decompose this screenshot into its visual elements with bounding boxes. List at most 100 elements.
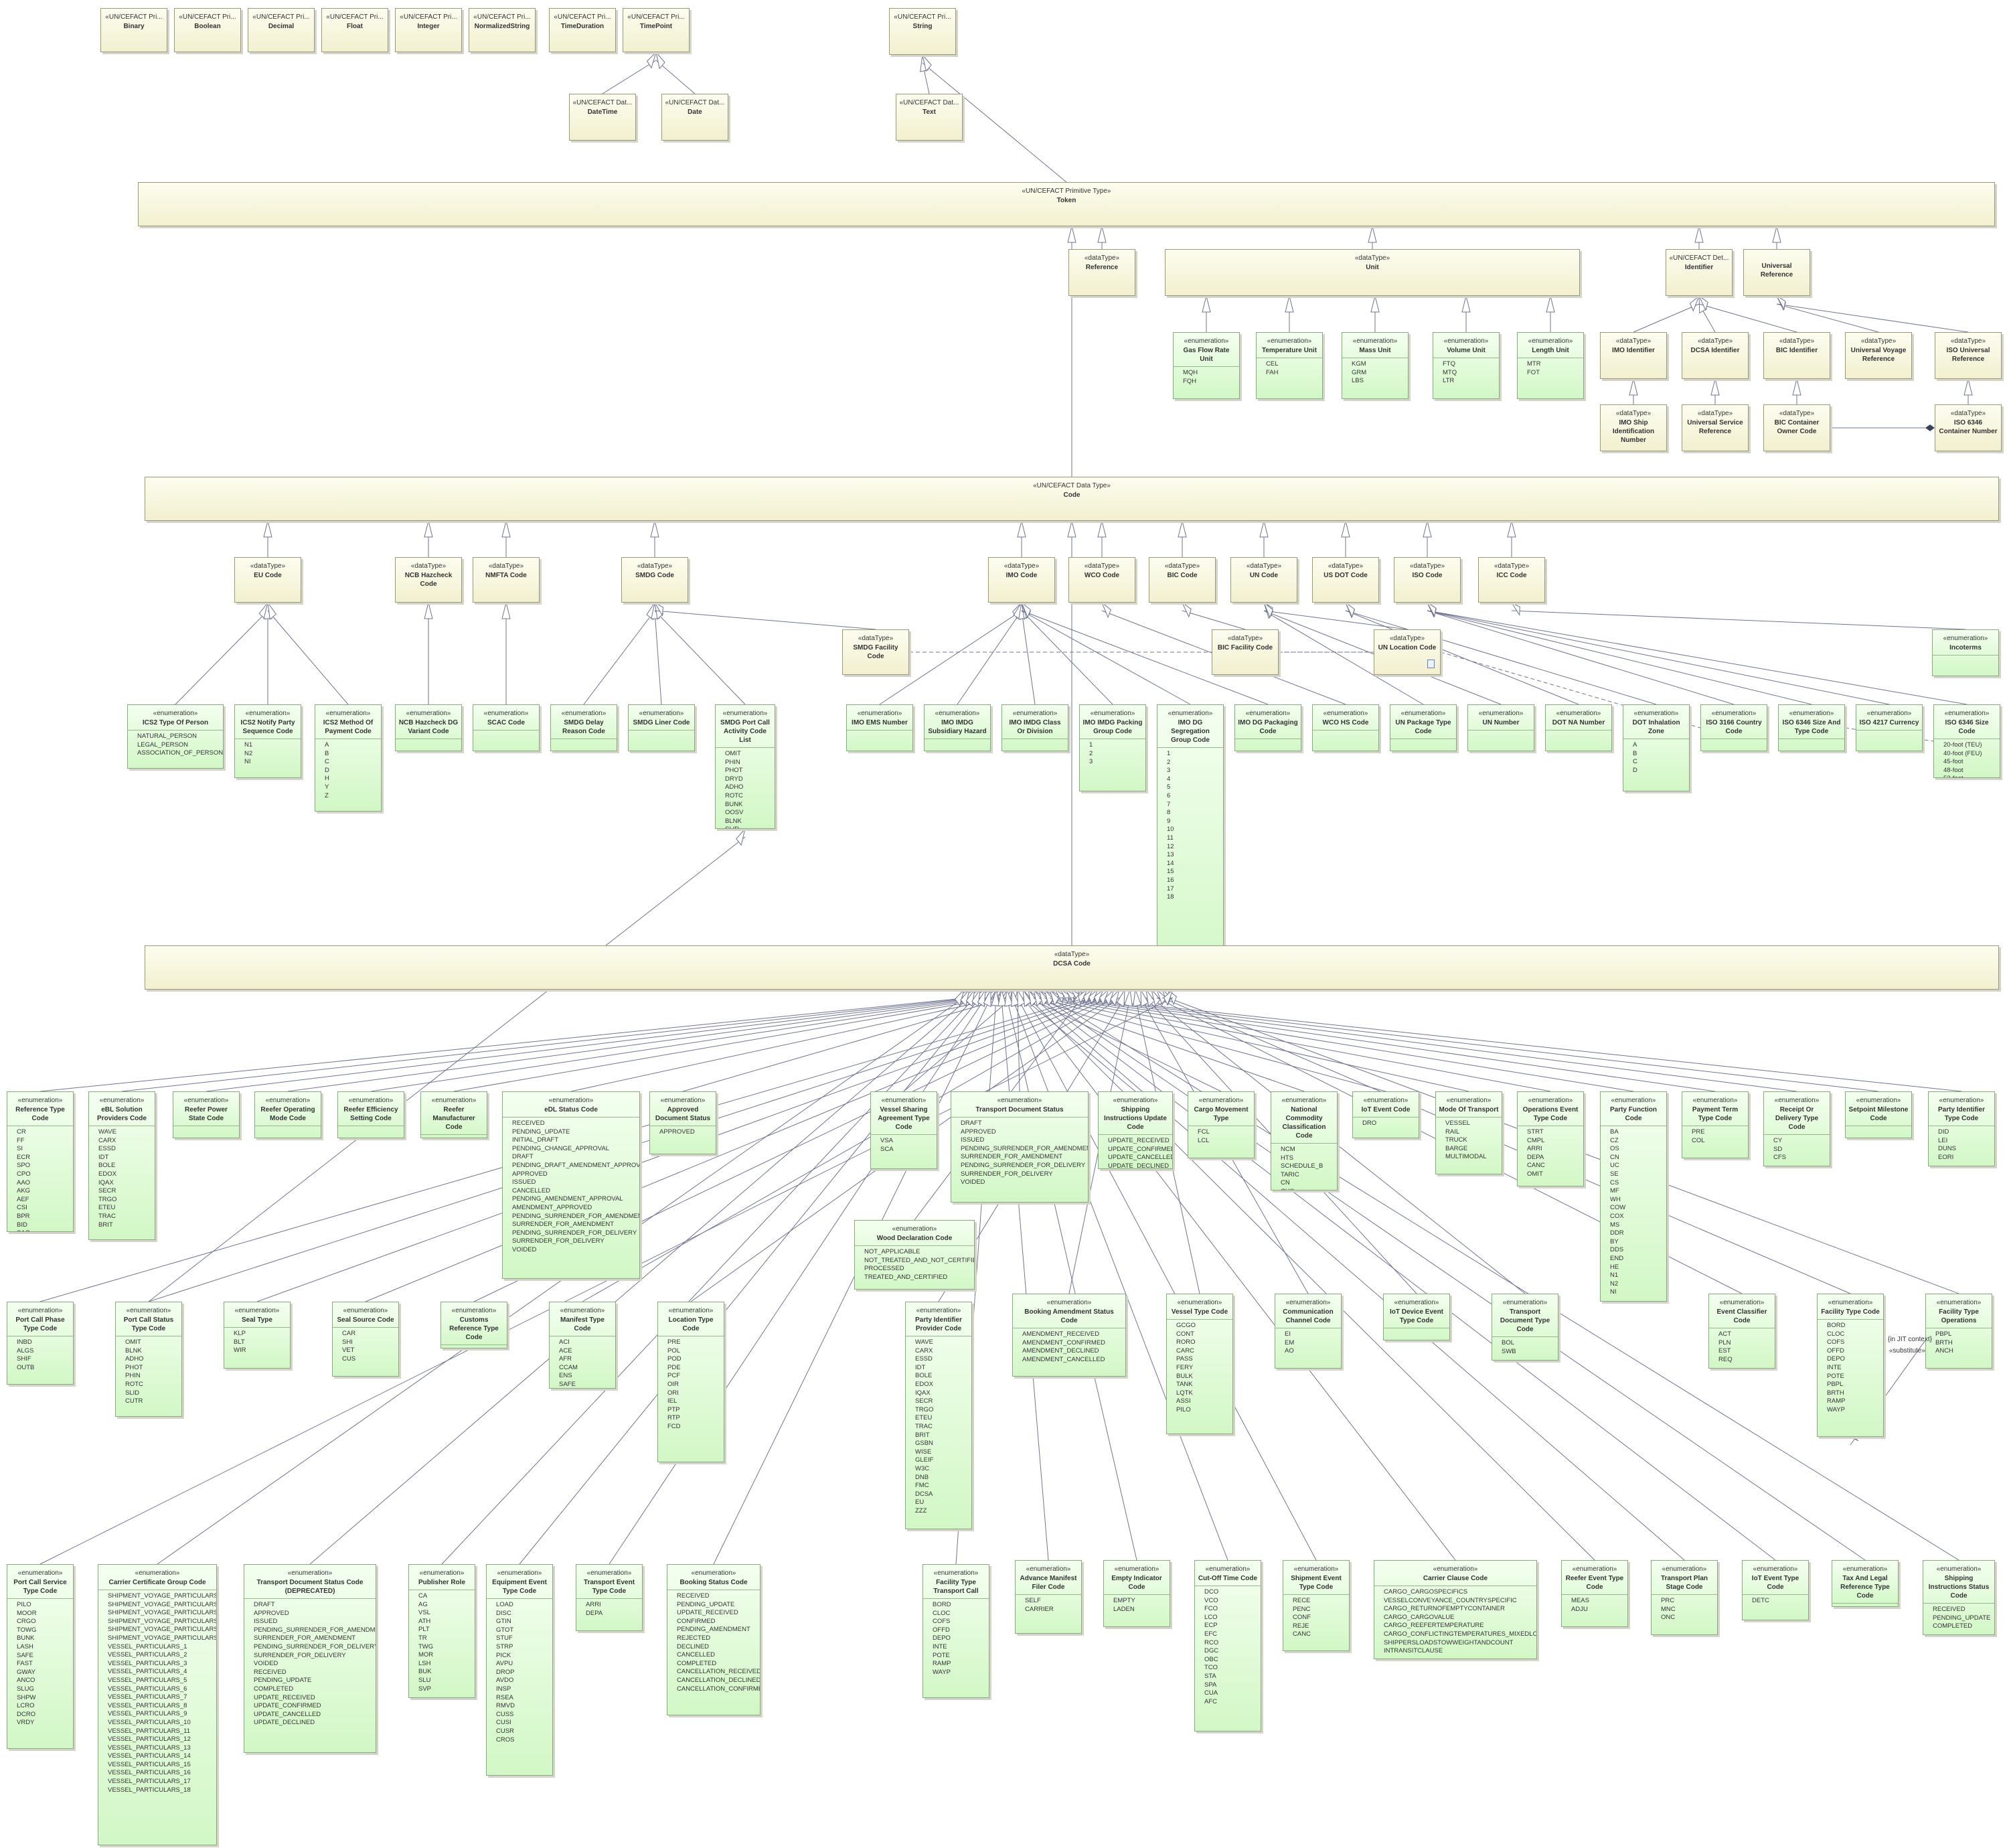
uml-box-ics2notify[interactable]: «enumeration»ICS2 Notify Party Sequence … (234, 704, 301, 778)
uml-box-tdstatusdep[interactable]: «enumeration»Transport Document Status C… (244, 1564, 376, 1753)
uml-box-custref[interactable]: «enumeration»Customs Reference Type Code (440, 1302, 507, 1349)
uml-box-unpack[interactable]: «enumeration»UN Package Type Code (1390, 704, 1457, 751)
uml-box-timeduration[interactable]: «UN/CEFACT Pri...TimeDuration (549, 8, 616, 52)
uml-box-siupd[interactable]: «enumeration»Shipping Instructions Updat… (1098, 1091, 1173, 1169)
uml-box-imoseg[interactable]: «enumeration»IMO DG Segregation Group Co… (1157, 704, 1224, 986)
uml-box-iso3166[interactable]: «enumeration»ISO 3166 Country Code (1700, 704, 1767, 751)
uml-box-date[interactable]: «UN/CEFACT Dat...Date (661, 94, 728, 141)
uml-box-dcsaid[interactable]: «dataType»DCSA Identifier (1682, 332, 1749, 379)
uml-box-text[interactable]: «UN/CEFACT Dat...Text (896, 94, 963, 141)
uml-box-scac[interactable]: «enumeration»SCAC Code (473, 704, 540, 751)
uml-box-iso6346n[interactable]: «dataType»ISO 6346 Container Number (1935, 404, 2002, 451)
uml-box-usref[interactable]: «dataType»Universal Service Reference (1682, 404, 1749, 451)
uml-box-pcservice[interactable]: «enumeration»Port Call Service Type Code… (7, 1564, 74, 1749)
uml-box-decimal[interactable]: «UN/CEFACT Pri...Decimal (248, 8, 315, 52)
uml-box-imoclass[interactable]: «enumeration»IMO IMDG Class Or Division (1001, 704, 1068, 751)
uml-box-tdtype[interactable]: «enumeration»Transport Document Type Cod… (1492, 1294, 1558, 1361)
uml-box-uvref[interactable]: «dataType»Universal Voyage Reference (1845, 332, 1912, 379)
uml-box-imoid[interactable]: «dataType»IMO Identifier (1600, 332, 1667, 379)
uml-box-imocode[interactable]: «dataType»IMO Code (988, 557, 1055, 603)
uml-box-imodgpack[interactable]: «enumeration»IMO DG Packaging Code (1234, 704, 1301, 751)
uml-box-token[interactable]: «UN/CEFACT Primitive Type»Token (138, 182, 1995, 226)
uml-box-reference[interactable]: «dataType»Reference (1068, 249, 1135, 296)
uml-box-dcsacode[interactable]: «dataType»DCSA Code (145, 945, 1999, 990)
uml-box-biccode[interactable]: «dataType»BIC Code (1149, 557, 1216, 603)
uml-box-univref[interactable]: Universal Reference (1743, 249, 1810, 296)
uml-box-isocode[interactable]: «dataType»ISO Code (1394, 557, 1461, 603)
uml-box-imopack[interactable]: «enumeration»IMO IMDG Packing Group Code… (1079, 704, 1146, 791)
uml-box-bookamend[interactable]: «enumeration»Booking Amendment Status Co… (1012, 1294, 1126, 1377)
uml-box-ncbhaz[interactable]: «dataType»NCB Hazcheck Code (395, 557, 462, 603)
uml-box-usdot[interactable]: «dataType»US DOT Code (1312, 557, 1379, 603)
uml-box-smdgdelay[interactable]: «enumeration»SMDG Delay Reason Code (550, 704, 617, 751)
uml-box-imoems[interactable]: «enumeration»IMO EMS Number (846, 704, 913, 751)
uml-box-incoterms[interactable]: «enumeration»Incoterms (1932, 629, 1999, 676)
uml-box-dotna[interactable]: «enumeration»DOT NA Number (1545, 704, 1612, 751)
uml-box-taxlegal[interactable]: «enumeration»Tax And Legal Reference Typ… (1832, 1560, 1899, 1607)
uml-box-carriercert[interactable]: «enumeration»Carrier Certificate Group C… (98, 1564, 217, 1845)
uml-box-uncode[interactable]: «dataType»UN Code (1230, 557, 1297, 603)
uml-box-natcomm[interactable]: «enumeration»National Commodity Classifi… (1271, 1091, 1338, 1190)
uml-box-eucode[interactable]: «dataType»EU Code (234, 557, 301, 603)
uml-box-string[interactable]: «UN/CEFACT Pri...String (889, 8, 956, 55)
uml-box-bicfac[interactable]: «dataType»BIC Facility Code (1212, 629, 1279, 675)
uml-box-ics2pay[interactable]: «enumeration»ICS2 Method Of Payment Code… (315, 704, 382, 812)
uml-box-isouref[interactable]: «dataType»ISO Universal Reference (1935, 332, 2002, 379)
uml-box-boolean[interactable]: «UN/CEFACT Pri...Boolean (174, 8, 241, 52)
uml-box-biccont[interactable]: «dataType»BIC Container Owner Code (1763, 404, 1830, 451)
uml-box-iso6346st[interactable]: «enumeration»ISO 6346 Size And Type Code (1778, 704, 1845, 751)
uml-box-reefman[interactable]: «enumeration»Reefer Manufacturer Code (420, 1091, 487, 1138)
uml-box-unnumber[interactable]: «enumeration»UN Number (1467, 704, 1534, 751)
uml-box-smdgfac[interactable]: «dataType»SMDG Facility Code (842, 629, 909, 675)
uml-box-bicid[interactable]: «dataType»BIC Identifier (1763, 332, 1830, 379)
uml-box-identifier[interactable]: «UN/CEFACT Det...Identifier (1666, 249, 1733, 296)
uml-box-float[interactable]: «UN/CEFACT Pri...Float (321, 8, 388, 52)
uml-box-receipt[interactable]: «enumeration»Receipt Or Delivery Type Co… (1763, 1091, 1830, 1166)
uml-box-datetime[interactable]: «UN/CEFACT Dat...DateTime (569, 94, 636, 141)
uml-box-nmfta[interactable]: «dataType»NMFTA Code (473, 557, 540, 603)
uml-box-imoship[interactable]: «dataType»IMO Ship Identification Number (1600, 404, 1667, 451)
uml-box-ebl[interactable]: «enumeration»eBL Solution Providers Code… (88, 1091, 155, 1240)
uml-box-integer[interactable]: «UN/CEFACT Pri...Integer (395, 8, 462, 52)
uml-box-vesselshare[interactable]: «enumeration»Vessel Sharing Agreement Ty… (870, 1091, 937, 1169)
uml-box-advman[interactable]: «enumeration»Advance Manifest Filer Code… (1015, 1560, 1082, 1634)
uml-box-sistatus[interactable]: «enumeration»Shipping Instructions Statu… (1923, 1560, 1995, 1635)
uml-box-normstr[interactable]: «UN/CEFACT Pri...NormalizedString (469, 8, 536, 52)
uml-box-wcohs[interactable]: «enumeration»WCO HS Code (1312, 704, 1379, 751)
